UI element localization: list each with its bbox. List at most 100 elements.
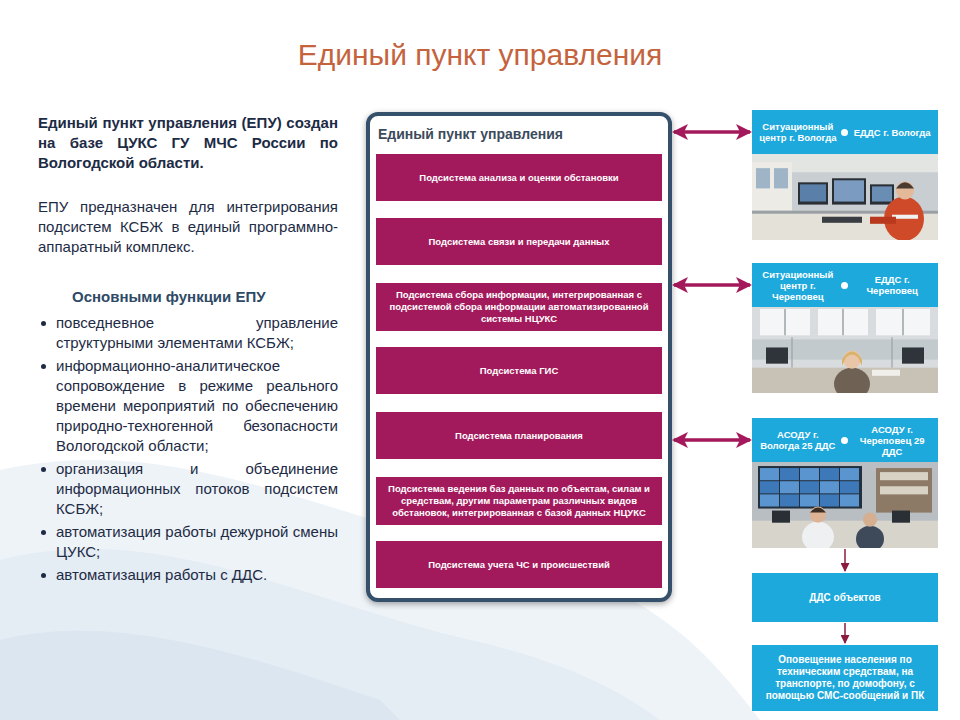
video-wall-tile [840,468,859,480]
video-wall-tile [760,468,779,480]
flow-arrow [844,549,846,571]
text-block: Единый пункт управления (ЕПУ) создан на … [38,113,338,173]
text-block: Основными функции ЕПУ [38,287,338,307]
text-block: автоматизация работы дежурной смены ЦУКС… [38,522,338,562]
photo-illustration [752,307,938,393]
video-wall-tile [840,494,859,506]
photo-detail [902,309,904,335]
flow-arrow [844,623,846,643]
service-box: ДДС объектов [752,573,938,622]
video-wall-tile [820,481,839,493]
video-wall-tile [820,468,839,480]
subsystem-box: Подсистема анализа и оценки обстановки [376,154,662,201]
video-wall-tile [800,481,819,493]
node-label: Оповещение населения по техническим сред… [760,654,930,702]
separator-dot [841,282,848,289]
bullet-dot [41,573,46,578]
photo-illustration [752,462,938,548]
node-label: Ситуационный центр г. Вологда [758,121,838,143]
node-label: ЕДДС г. Вологда [852,127,932,138]
photo-detail [766,347,788,363]
photo-detail [902,347,924,363]
bullet-dot [41,467,46,472]
photo-detail [810,508,826,513]
function-item: автоматизация работы с ДДС. [56,565,338,585]
panel-header: Ситуационный центр г. Вологда ЕДДС г. Вол… [752,110,938,154]
photo-detail [756,168,770,188]
photo-background [752,462,938,548]
double-arrow [674,130,750,134]
subsystem-box: Подсистема учета ЧС и происшествий [376,541,662,588]
node-label: АСОДУ г. Череповец 29 ДДС [852,424,932,457]
bullet-dot [41,530,46,535]
separator-dot [841,129,848,136]
text-column: Единый пункт управления (ЕПУ) создан на … [38,113,338,588]
function-item: организация и объединение информационных… [56,459,338,519]
text-block: информационно-аналитическое сопровождени… [38,356,338,456]
photo-detail [870,184,894,204]
node-label: Подсистема анализа и оценки обстановки [386,172,652,184]
photo-detail [863,513,877,527]
video-wall-tile [780,494,799,506]
function-item: повседневное управление структурными эле… [56,313,338,353]
slide-title: Единый пункт управления [0,38,960,72]
text-block: ЕПУ предназначен для интегрирования подс… [38,197,338,257]
center-panel: АСОДУ г. Вологда 25 ДДС АСОДУ г. Черепове… [752,418,938,548]
panel-header: Ситуационный центр г. Череповец ЕДДС г. Ч… [752,263,938,307]
double-arrow [674,438,750,442]
video-wall-tile [840,481,859,493]
photo-detail [842,352,862,366]
photo-detail [774,168,788,188]
photo-detail [784,309,786,335]
photo-detail [856,526,884,548]
separator-dot [841,437,848,444]
photo-detail [758,466,862,508]
photo-detail [834,180,864,201]
bullet-dot [41,364,46,369]
text-block: организация и объединение информационных… [38,459,338,519]
subsystem-box: Подсистема сбора информации, интегрирова… [376,283,662,331]
photo-detail [880,472,928,480]
node-label: Ситуационный центр г. Череповец [758,269,838,302]
photo-detail [800,184,826,201]
video-wall-tile [780,481,799,493]
photo-detail [792,337,793,367]
description-text: Единый пункт управления (ЕПУ) создан на … [38,113,338,173]
video-wall-tile [760,481,779,493]
text-block: автоматизация работы с ДДС. [38,565,338,585]
node-label: Подсистема ГИС [386,365,652,377]
node-label: Подсистема планирования [386,430,652,442]
wave [0,631,400,720]
photo-detail [818,309,868,335]
section-heading: Основными функции ЕПУ [38,287,338,307]
photo-detail [892,337,893,367]
node-label: ЕДДС г. Череповец [852,274,932,296]
photo-detail [872,370,900,376]
photo-detail [822,217,862,223]
node-label: АСОДУ г. Вологда 25 ДДС [758,429,838,451]
subsystem-box: Подсистема ГИС [376,347,662,394]
photo-detail [832,178,866,204]
photo-detail [798,182,828,204]
system-frame: Единый пункт управленияПодсистема анализ… [366,112,672,602]
video-wall-tile [780,468,799,480]
photo-detail [872,186,892,201]
video-wall-tile [800,494,819,506]
center-panel: Ситуационный центр г. Вологда ЕДДС г. Вол… [752,110,938,240]
photo-detail [880,486,928,494]
photo-detail [842,309,844,335]
photo-detail [876,309,930,335]
video-wall-tile [760,494,779,506]
photo-illustration [752,154,938,240]
alert-box: Оповещение населения по техническим сред… [752,645,938,711]
photo-detail [802,522,834,548]
photo-detail [810,507,826,523]
video-wall-tile [800,468,819,480]
photo-detail [896,181,914,199]
node-label: ДДС объектов [760,592,930,604]
photo-detail [772,511,790,523]
photo-detail [760,309,810,335]
frame-heading: Единый пункт управления [378,126,660,142]
photo-detail [834,368,870,393]
